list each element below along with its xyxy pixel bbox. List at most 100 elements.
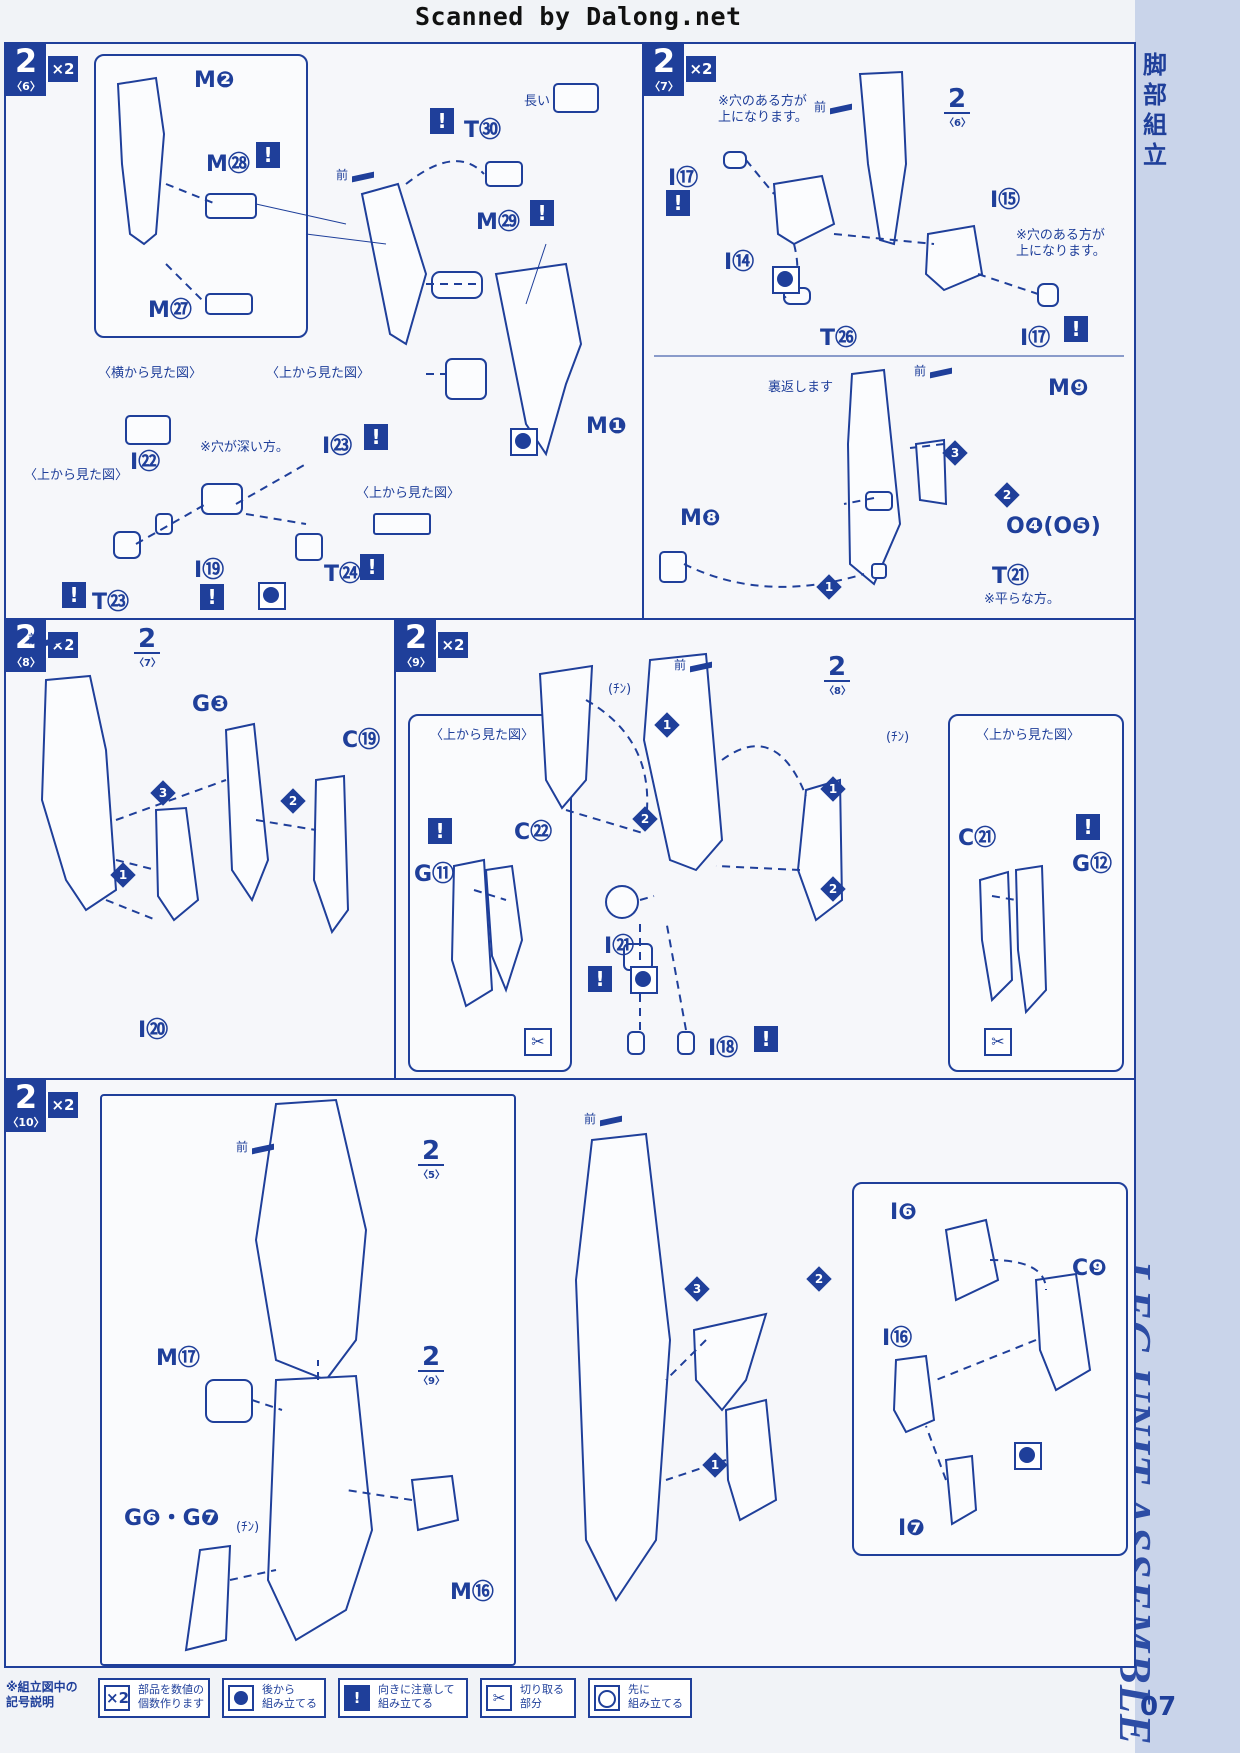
assemble-later-icon (772, 266, 800, 294)
label-i17: I⑰ (668, 166, 699, 191)
step-sub: 〈10〉 (7, 1116, 45, 1129)
label-g11: G⑪ (414, 862, 455, 887)
legend-item-count: ×2 部品を数値の 個数作ります (98, 1678, 210, 1718)
step-badge: 2 〈6〉 (6, 44, 46, 96)
label-t24: T㉔ (324, 562, 362, 587)
legend-text: 切り取る 部分 (520, 1683, 564, 1710)
step-number: 2 (652, 42, 676, 80)
step-sub: 〈9〉 (401, 656, 431, 669)
ref-step-2-5: 2〈5〉 (418, 1138, 445, 1181)
ref-sub: 〈5〉 (418, 1170, 445, 1181)
ref-sub: 〈6〉 (944, 118, 971, 129)
assemble-later-icon (510, 428, 538, 456)
assembly-drawing (654, 70, 1124, 588)
orientation-warning-icon: ! (256, 142, 280, 168)
snap-note: (ﾁﾝ) (236, 1520, 260, 1535)
label-m16: M⑯ (450, 1580, 494, 1605)
step-badge: 2 〈10〉 (6, 1080, 46, 1132)
orientation-warning-icon: ! (666, 190, 690, 216)
step-order-2: 2 (820, 876, 846, 902)
orientation-warning-icon: ! (428, 818, 452, 844)
step-order-1: 1 (820, 776, 846, 802)
ref-step-2-7: 2〈7〉 (134, 626, 161, 669)
ref-step-2-8: 2〈8〉 (824, 654, 851, 697)
step-sub: 〈6〉 (11, 80, 41, 93)
ref-sub: 〈7〉 (134, 658, 161, 669)
top-view-label: 〈上から見た図〉 (24, 468, 129, 483)
panel-step-2-7: 2 〈7〉 ×2 ※穴のある方が 上になります。 2〈6〉 前 I⑰ ! (642, 42, 1136, 620)
step-order-1: 1 (816, 574, 842, 600)
assembly-drawing (450, 652, 1048, 1055)
step-number: 2 (14, 42, 38, 80)
front-arrow: 前 (28, 632, 41, 646)
panel-step-2-8: 2 〈8〉 ×2 前 2〈7〉 G❸ C⑲ 3 2 1 I⑳ (4, 618, 396, 1080)
label-i16: I⑯ (882, 1326, 913, 1351)
panel-step-2-9: 2 〈9〉 ×2 (ﾁﾝ) 前 2〈8〉 1 (ﾁﾝ) 1 2 (394, 618, 1136, 1080)
ref-num: 2 (418, 1344, 444, 1372)
step-number: 2 (404, 618, 428, 656)
ref-num: 2 (134, 626, 160, 654)
label-m29: M㉙ (476, 210, 520, 235)
assemble-later-icon (258, 582, 286, 610)
step-badge: 2 〈9〉 (396, 620, 436, 672)
label-m9: M❾ (1048, 376, 1089, 401)
orientation-warning-icon: ! (530, 200, 554, 226)
step-order-1: 1 (702, 1452, 728, 1478)
label-c9: C❾ (1072, 1256, 1107, 1281)
assemble-later-icon (228, 1685, 254, 1711)
snap-note: (ﾁﾝ) (886, 730, 910, 745)
count-badge: ×2 (46, 56, 78, 82)
panel-step-2-6: 2 〈6〉 ×2 M❷ M㉘ (4, 42, 644, 620)
orientation-warning-icon: ! (1064, 316, 1088, 342)
step-number: 2 (14, 1078, 38, 1116)
legend-text: 後から 組み立てる (262, 1683, 317, 1710)
assembly-drawing (40, 674, 350, 935)
orientation-warning-icon: ! (430, 108, 454, 134)
label-i7: I❼ (898, 1516, 925, 1541)
label-t23: T㉓ (92, 590, 130, 615)
symbol-legend: ※組立図中の 記号説明 ×2 部品を数値の 個数作ります 後から 組み立てる !… (0, 1672, 1135, 1732)
label-i6: I❻ (890, 1200, 917, 1225)
ref-step-2-9: 2〈9〉 (418, 1344, 445, 1387)
legend-item-assemble-first: 先に 組み立てる (588, 1678, 692, 1718)
legend-text: 向きに注意して 組み立てる (378, 1683, 455, 1710)
assembly-drawing (184, 1098, 1092, 1652)
orientation-warning-icon: ! (364, 424, 388, 450)
count-badge: ×2 (684, 56, 716, 82)
orientation-warning-icon: ! (62, 582, 86, 608)
legend-item-assemble-later: 後から 組み立てる (222, 1678, 326, 1718)
label-c21: C㉑ (958, 826, 997, 851)
label-i21: I㉑ (604, 934, 635, 959)
label-o4-o5: O❹(O❺) (1006, 514, 1101, 539)
orientation-warning-icon: ! (344, 1685, 370, 1711)
step-sub: 〈7〉 (649, 80, 679, 93)
step-order-3: 3 (942, 440, 968, 466)
label-g12: G⑫ (1072, 852, 1113, 877)
note-deep-hole: ※穴が深い方。 (200, 440, 289, 455)
step-order-2: 2 (280, 788, 306, 814)
note-flat-side: ※平らな方。 (984, 592, 1060, 607)
ref-num: 2 (418, 1138, 444, 1166)
orientation-warning-icon: ! (588, 966, 612, 992)
front-arrow: 前 (914, 364, 927, 378)
step-order-1: 1 (110, 862, 136, 888)
step-sub: 〈8〉 (11, 656, 41, 669)
note-hole-up: ※穴のある方が 上になります。 (718, 94, 808, 125)
legend-text: 先に 組み立てる (628, 1683, 683, 1710)
legend-title: ※組立図中の 記号説明 (6, 1680, 78, 1709)
label-m2: M❷ (194, 68, 235, 93)
label-m8: M❽ (680, 506, 721, 531)
label-i18: I⑱ (708, 1036, 739, 1061)
ref-num: 2 (824, 654, 850, 682)
legend-item-orientation: ! 向きに注意して 組み立てる (338, 1678, 468, 1718)
cut-part-icon: ✂ (486, 1685, 512, 1711)
label-t21: T㉑ (992, 564, 1030, 589)
label-t30: T㉚ (464, 118, 502, 143)
orientation-warning-icon: ! (1076, 814, 1100, 840)
label-i22: I㉒ (130, 450, 161, 475)
label-i23: I㉓ (322, 434, 353, 459)
front-arrow: 前 (336, 168, 349, 182)
step-order-2: 2 (806, 1266, 832, 1292)
step-order-3: 3 (150, 780, 176, 806)
legend-item-cut: ✂ 切り取る 部分 (480, 1678, 576, 1718)
